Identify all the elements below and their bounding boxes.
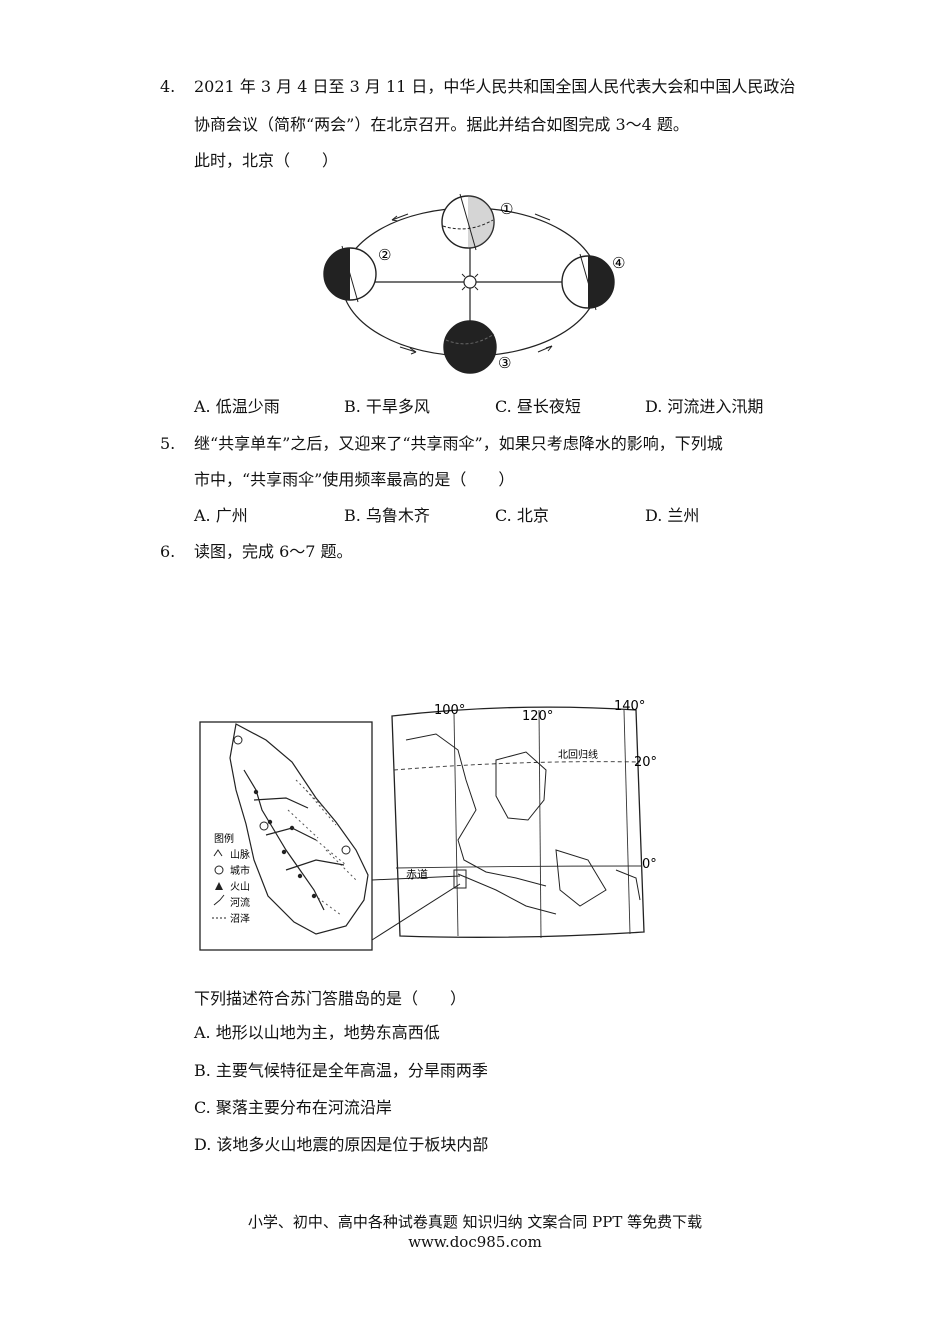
lat-label-20: 20°	[634, 755, 656, 770]
question-text: 市中，“共享雨伞”使用频率最高的是（ ）	[194, 470, 515, 489]
globe-position-1	[441, 193, 495, 251]
city-icon	[214, 865, 224, 875]
legend-mountain: 山脉	[230, 848, 250, 861]
option-a[interactable]: A. 低温少雨	[194, 397, 280, 416]
legend-title: 图例	[214, 832, 234, 845]
sun-icon	[463, 275, 477, 289]
legend-swamp: 沼泽	[230, 912, 250, 925]
question-number: 4.	[160, 77, 176, 96]
globe-position-3	[443, 320, 497, 374]
question-text: 读图，完成 6～7 题。	[194, 542, 353, 561]
question-text: 协商会议（简称“两会”）在北京召开。据此并结合如图完成 3～4 题。	[194, 115, 689, 134]
option-c[interactable]: C. 昼长夜短	[495, 397, 581, 416]
legend-river: 河流	[230, 896, 250, 909]
legend-city: 城市	[230, 864, 250, 877]
river-icon	[213, 894, 225, 906]
option-d[interactable]: D. 该地多火山地震的原因是位于板块内部	[194, 1135, 489, 1154]
footer-text: 小学、初中、高中各种试卷真题 知识归纳 文案合同 PPT 等免费下载	[247, 1213, 703, 1231]
orbit-label-3: ③	[498, 354, 511, 372]
lon-label-140: 140°	[614, 700, 645, 714]
equator-label: 赤道	[406, 867, 428, 881]
option-b[interactable]: B. 干旱多风	[344, 397, 430, 416]
sumatra-island-outline	[229, 723, 369, 935]
legend-volcano: 火山	[230, 881, 250, 893]
orbit-label-1: ①	[500, 200, 513, 218]
option-b[interactable]: B. 乌鲁木齐	[344, 506, 430, 525]
option-a[interactable]: A. 地形以山地为主，地势东高西低	[194, 1023, 440, 1042]
footer-link[interactable]: www.doc985.com	[408, 1233, 542, 1251]
question-text: 2021 年 3 月 4 日至 3 月 11 日，中华人民共和国全国人民代表大会…	[194, 77, 796, 96]
option-c[interactable]: C. 聚落主要分布在河流沿岸	[194, 1098, 392, 1117]
question-number: 6.	[160, 542, 176, 561]
earth-orbit-diagram: ① ② ③ ④	[323, 193, 625, 374]
option-d[interactable]: D. 兰州	[645, 506, 700, 525]
mountain-icon	[213, 849, 223, 857]
question-text: 继“共享单车”之后，又迎来了“共享雨伞”，如果只考虑降水的影响，下列城	[194, 434, 723, 453]
orbit-label-2: ②	[378, 246, 391, 264]
question-stem: 此时，北京（ ）	[194, 151, 339, 170]
globe-position-2	[323, 245, 377, 303]
question-stem: 下列描述符合苏门答腊岛的是（ ）	[194, 989, 467, 1008]
orbit-label-4: ④	[612, 254, 625, 272]
option-d[interactable]: D. 河流进入汛期	[645, 397, 764, 416]
tropic-label: 北回归线	[558, 748, 598, 761]
option-c[interactable]: C. 北京	[495, 506, 549, 525]
volcano-icon	[215, 882, 223, 890]
sumatra-map-figure: 图例 山脉 城市 火山 河流 沼泽 100° 120° 140° 20° 0° …	[199, 700, 656, 951]
lon-label-120: 120°	[522, 709, 553, 724]
lon-label-100: 100°	[434, 703, 465, 718]
question-number: 5.	[160, 434, 176, 453]
lat-label-0: 0°	[642, 857, 656, 872]
option-a[interactable]: A. 广州	[194, 506, 248, 525]
option-b[interactable]: B. 主要气候特征是全年高温，分旱雨两季	[194, 1061, 488, 1080]
globe-position-4	[561, 253, 615, 311]
